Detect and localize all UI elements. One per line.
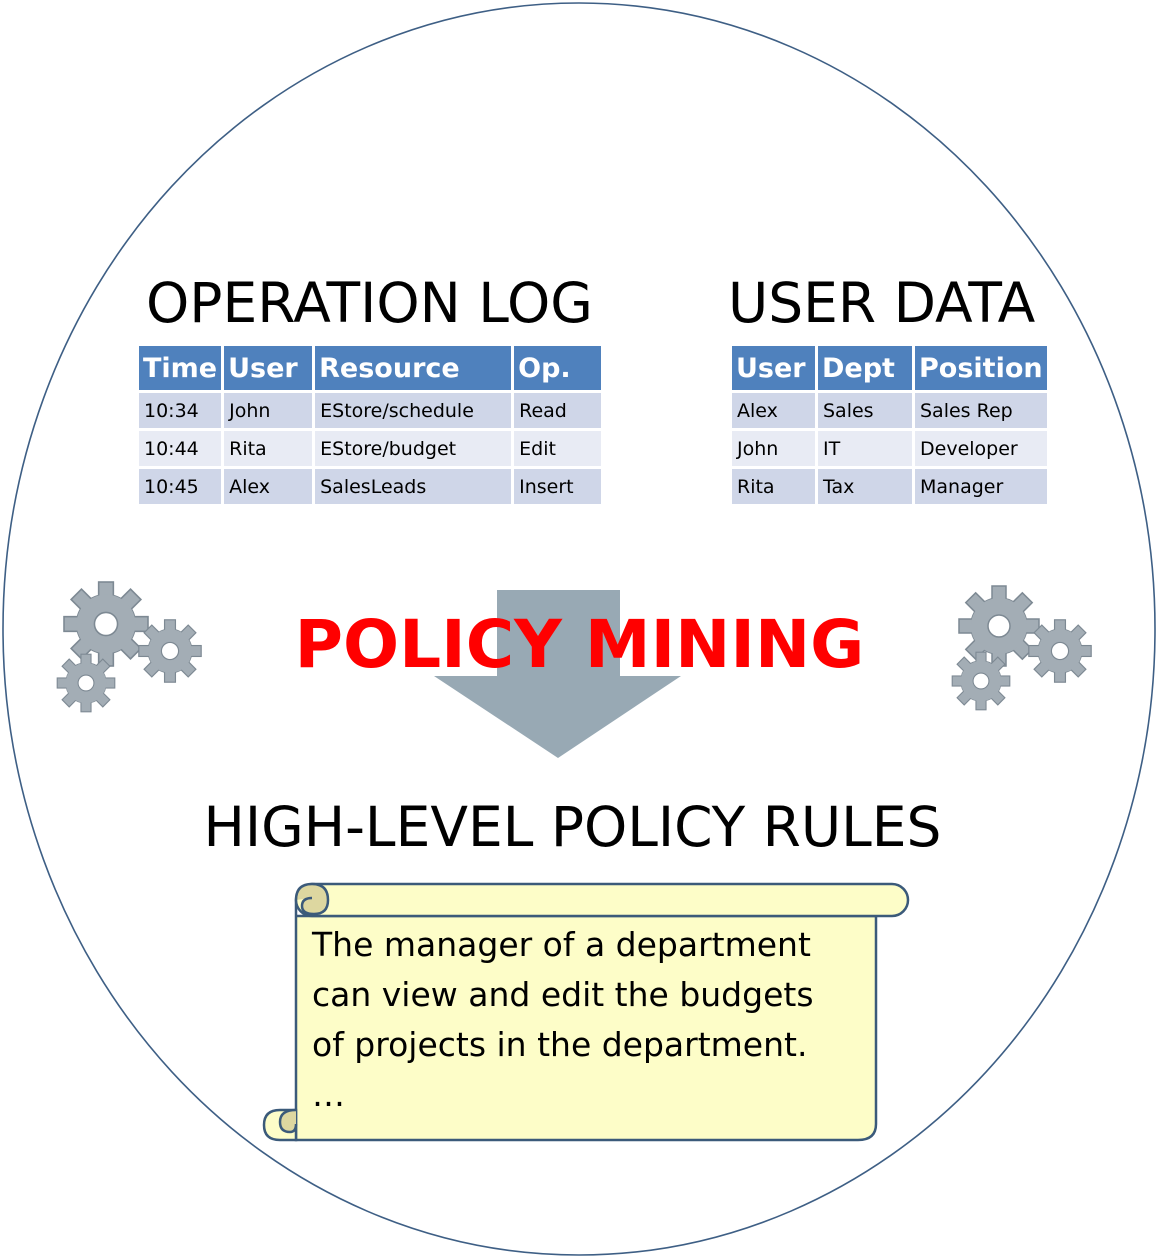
column-header: Dept xyxy=(818,346,912,390)
table-cell: Alex xyxy=(224,469,313,504)
table-header-row: User Dept Position xyxy=(732,346,1047,390)
table-cell: Rita xyxy=(224,431,313,466)
column-header: User xyxy=(732,346,815,390)
operation-log-table: Time User Resource Op. 10:34 John EStore… xyxy=(136,343,604,507)
rule-line: The manager of a department xyxy=(312,925,811,964)
table-row: 10:44 Rita EStore/budget Edit xyxy=(139,431,602,466)
table-cell: Tax xyxy=(818,469,912,504)
table-header-row: Time User Resource Op. xyxy=(139,346,602,390)
table-cell: Rita xyxy=(732,469,815,504)
user-data-title: USER DATA xyxy=(728,271,1036,335)
table-cell: 10:44 xyxy=(139,431,222,466)
column-header: User xyxy=(224,346,313,390)
table-cell: IT xyxy=(818,431,912,466)
operation-log-title: OPERATION LOG xyxy=(146,271,593,335)
table-cell: SalesLeads xyxy=(315,469,512,504)
table-cell: 10:34 xyxy=(139,393,222,428)
table-row: 10:45 Alex SalesLeads Insert xyxy=(139,469,602,504)
policy-rule-text: The manager of a department can view and… xyxy=(312,920,872,1120)
column-header: Time xyxy=(139,346,222,390)
table-row: Rita Tax Manager xyxy=(732,469,1047,504)
table-cell: Read xyxy=(514,393,602,428)
table-cell: Insert xyxy=(514,469,602,504)
table-cell: 10:45 xyxy=(139,469,222,504)
policy-scroll xyxy=(262,882,910,1142)
policy-rules-title: HIGH-LEVEL POLICY RULES xyxy=(203,795,942,859)
table-cell: Alex xyxy=(732,393,815,428)
table-cell: EStore/budget xyxy=(315,431,512,466)
rule-line: of projects in the department. xyxy=(312,1025,808,1064)
table-row: Alex Sales Sales Rep xyxy=(732,393,1047,428)
table-row: John IT Developer xyxy=(732,431,1047,466)
rule-line: … xyxy=(312,1075,345,1114)
user-data-table: User Dept Position Alex Sales Sales Rep … xyxy=(729,343,1050,507)
policy-mining-label: POLICY MINING xyxy=(294,606,865,683)
table-cell: EStore/schedule xyxy=(315,393,512,428)
table-cell: Sales xyxy=(818,393,912,428)
table-cell: John xyxy=(224,393,313,428)
table-cell: John xyxy=(732,431,815,466)
table-cell: Developer xyxy=(915,431,1047,466)
column-header: Op. xyxy=(514,346,602,390)
column-header: Resource xyxy=(315,346,512,390)
table-cell: Manager xyxy=(915,469,1047,504)
table-cell: Sales Rep xyxy=(915,393,1047,428)
table-cell: Edit xyxy=(514,431,602,466)
column-header: Position xyxy=(915,346,1047,390)
down-arrow xyxy=(434,590,681,758)
rule-line: can view and edit the budgets xyxy=(312,975,814,1014)
table-row: 10:34 John EStore/schedule Read xyxy=(139,393,602,428)
